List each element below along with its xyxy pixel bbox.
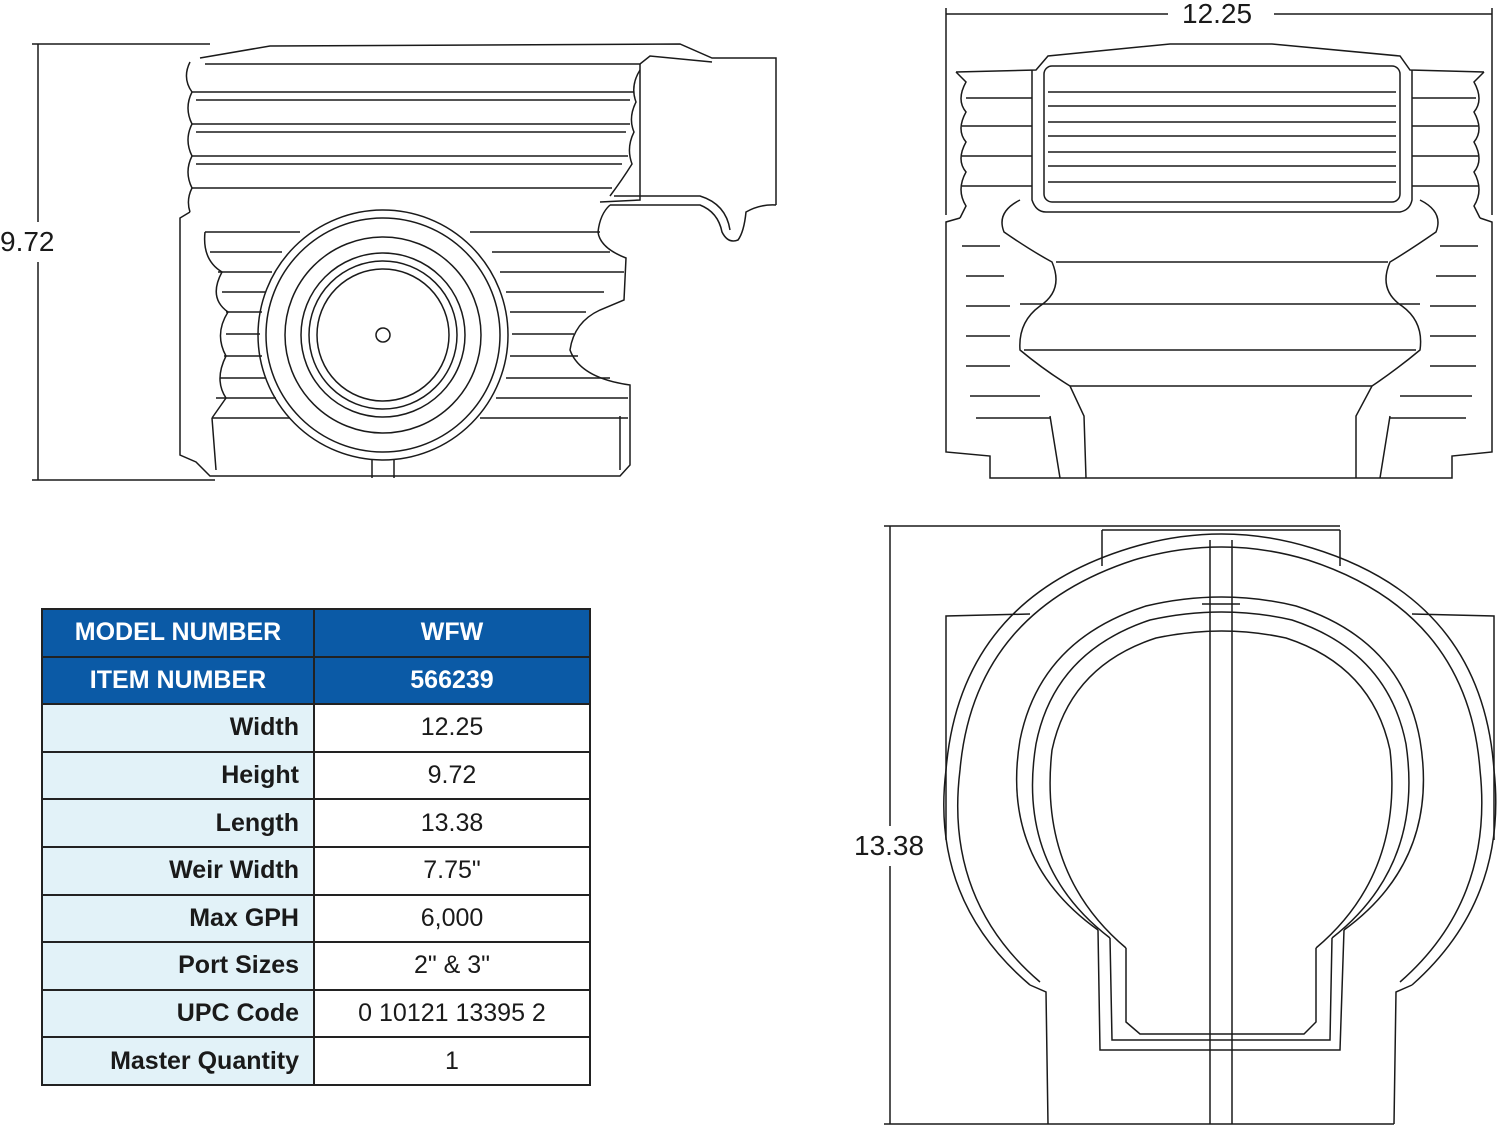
side-lower-outline xyxy=(180,205,630,476)
spec-value: 1 xyxy=(313,1036,591,1086)
spec-row: Max GPH 6,000 xyxy=(41,893,591,944)
front-lower-outline xyxy=(946,218,1492,478)
spec-value: 9.72 xyxy=(313,750,591,801)
spec-value: 12.25 xyxy=(313,703,591,753)
side-base-edges xyxy=(212,416,620,470)
side-upper-ribs xyxy=(192,92,634,188)
dimension-length-label: 13.38 xyxy=(854,830,925,861)
top-inner-ring-2 xyxy=(1032,612,1408,938)
side-lower-ribs xyxy=(205,232,628,418)
dimension-width-label: 12.25 xyxy=(1182,0,1253,29)
spec-value: 6,000 xyxy=(313,893,591,944)
front-right-ribs-edge xyxy=(1474,72,1484,218)
front-left-ribs-edge xyxy=(956,72,966,218)
front-view xyxy=(946,8,1492,478)
dimension-height-label: 9.72 xyxy=(0,226,55,257)
spec-value: 2" & 3" xyxy=(313,941,591,991)
spec-header-label: MODEL NUMBER xyxy=(41,608,315,658)
spec-header-row: ITEM NUMBER 566239 xyxy=(41,655,591,706)
front-lower-side-ribs xyxy=(962,246,1478,418)
top-channel-mid xyxy=(1110,938,1332,1040)
spec-header-label: ITEM NUMBER xyxy=(41,655,315,706)
top-channel-inner xyxy=(1126,948,1316,1034)
front-feet-inner xyxy=(1050,416,1390,478)
spec-label: Height xyxy=(41,750,315,801)
spec-label: Max GPH xyxy=(41,893,315,944)
side-spout xyxy=(610,205,776,241)
spec-row: Port Sizes 2" & 3" xyxy=(41,941,591,991)
side-port xyxy=(258,210,508,478)
side-lid-outline xyxy=(200,44,776,205)
side-lower-left-wave xyxy=(205,232,228,418)
spec-label: Weir Width xyxy=(41,845,315,896)
front-left-inner-wave xyxy=(1002,200,1086,478)
spec-label: Width xyxy=(41,703,315,753)
top-inner-ring-1 xyxy=(1017,597,1424,930)
spec-row: Height 9.72 xyxy=(41,750,591,801)
spec-value: 7.75" xyxy=(313,845,591,896)
spec-label: UPC Code xyxy=(41,988,315,1039)
top-view xyxy=(884,526,1496,1124)
spec-table: MODEL NUMBER WFW ITEM NUMBER 566239 Widt… xyxy=(41,608,591,1086)
top-outer-arc xyxy=(944,534,1496,985)
side-lid-inner xyxy=(205,56,712,64)
front-side-ribs xyxy=(962,98,1478,186)
top-front-neck xyxy=(1030,985,1412,1124)
top-rear-tab xyxy=(1102,530,1340,566)
spec-label: Master Quantity xyxy=(41,1036,315,1086)
spec-header-row: MODEL NUMBER WFW xyxy=(41,608,591,658)
spec-row: Master Quantity 1 xyxy=(41,1036,591,1086)
spec-row: Width 12.25 xyxy=(41,703,591,753)
spec-label: Length xyxy=(41,798,315,848)
spec-row: UPC Code 0 10121 13395 2 xyxy=(41,988,591,1039)
spec-header-value: 566239 xyxy=(313,655,591,706)
front-lid-panel xyxy=(1044,66,1400,202)
front-lid-ribs xyxy=(1048,92,1396,182)
front-lid-box xyxy=(1032,70,1412,212)
top-inner-ring-3 xyxy=(1050,631,1392,948)
top-outer-arc-inner xyxy=(958,547,1482,982)
side-lid-rear xyxy=(600,64,640,202)
front-right-inner-wave xyxy=(1356,200,1438,478)
spec-label: Port Sizes xyxy=(41,941,315,991)
top-channel-outer xyxy=(1098,930,1344,1050)
side-spout-inner xyxy=(614,196,730,230)
spec-header-value: WFW xyxy=(313,608,591,658)
front-weir-lines xyxy=(1020,262,1420,386)
side-port-center xyxy=(376,328,390,342)
top-side-flanges xyxy=(946,614,1494,840)
front-lid-top xyxy=(956,44,1484,72)
side-rib-right-edge xyxy=(610,70,640,196)
spec-value: 13.38 xyxy=(313,798,591,848)
spec-value: 0 10121 13395 2 xyxy=(313,988,591,1039)
side-view xyxy=(32,44,776,480)
spec-row: Length 13.38 xyxy=(41,798,591,848)
side-rib-left-edge xyxy=(186,62,192,212)
spec-row: Weir Width 7.75" xyxy=(41,845,591,896)
